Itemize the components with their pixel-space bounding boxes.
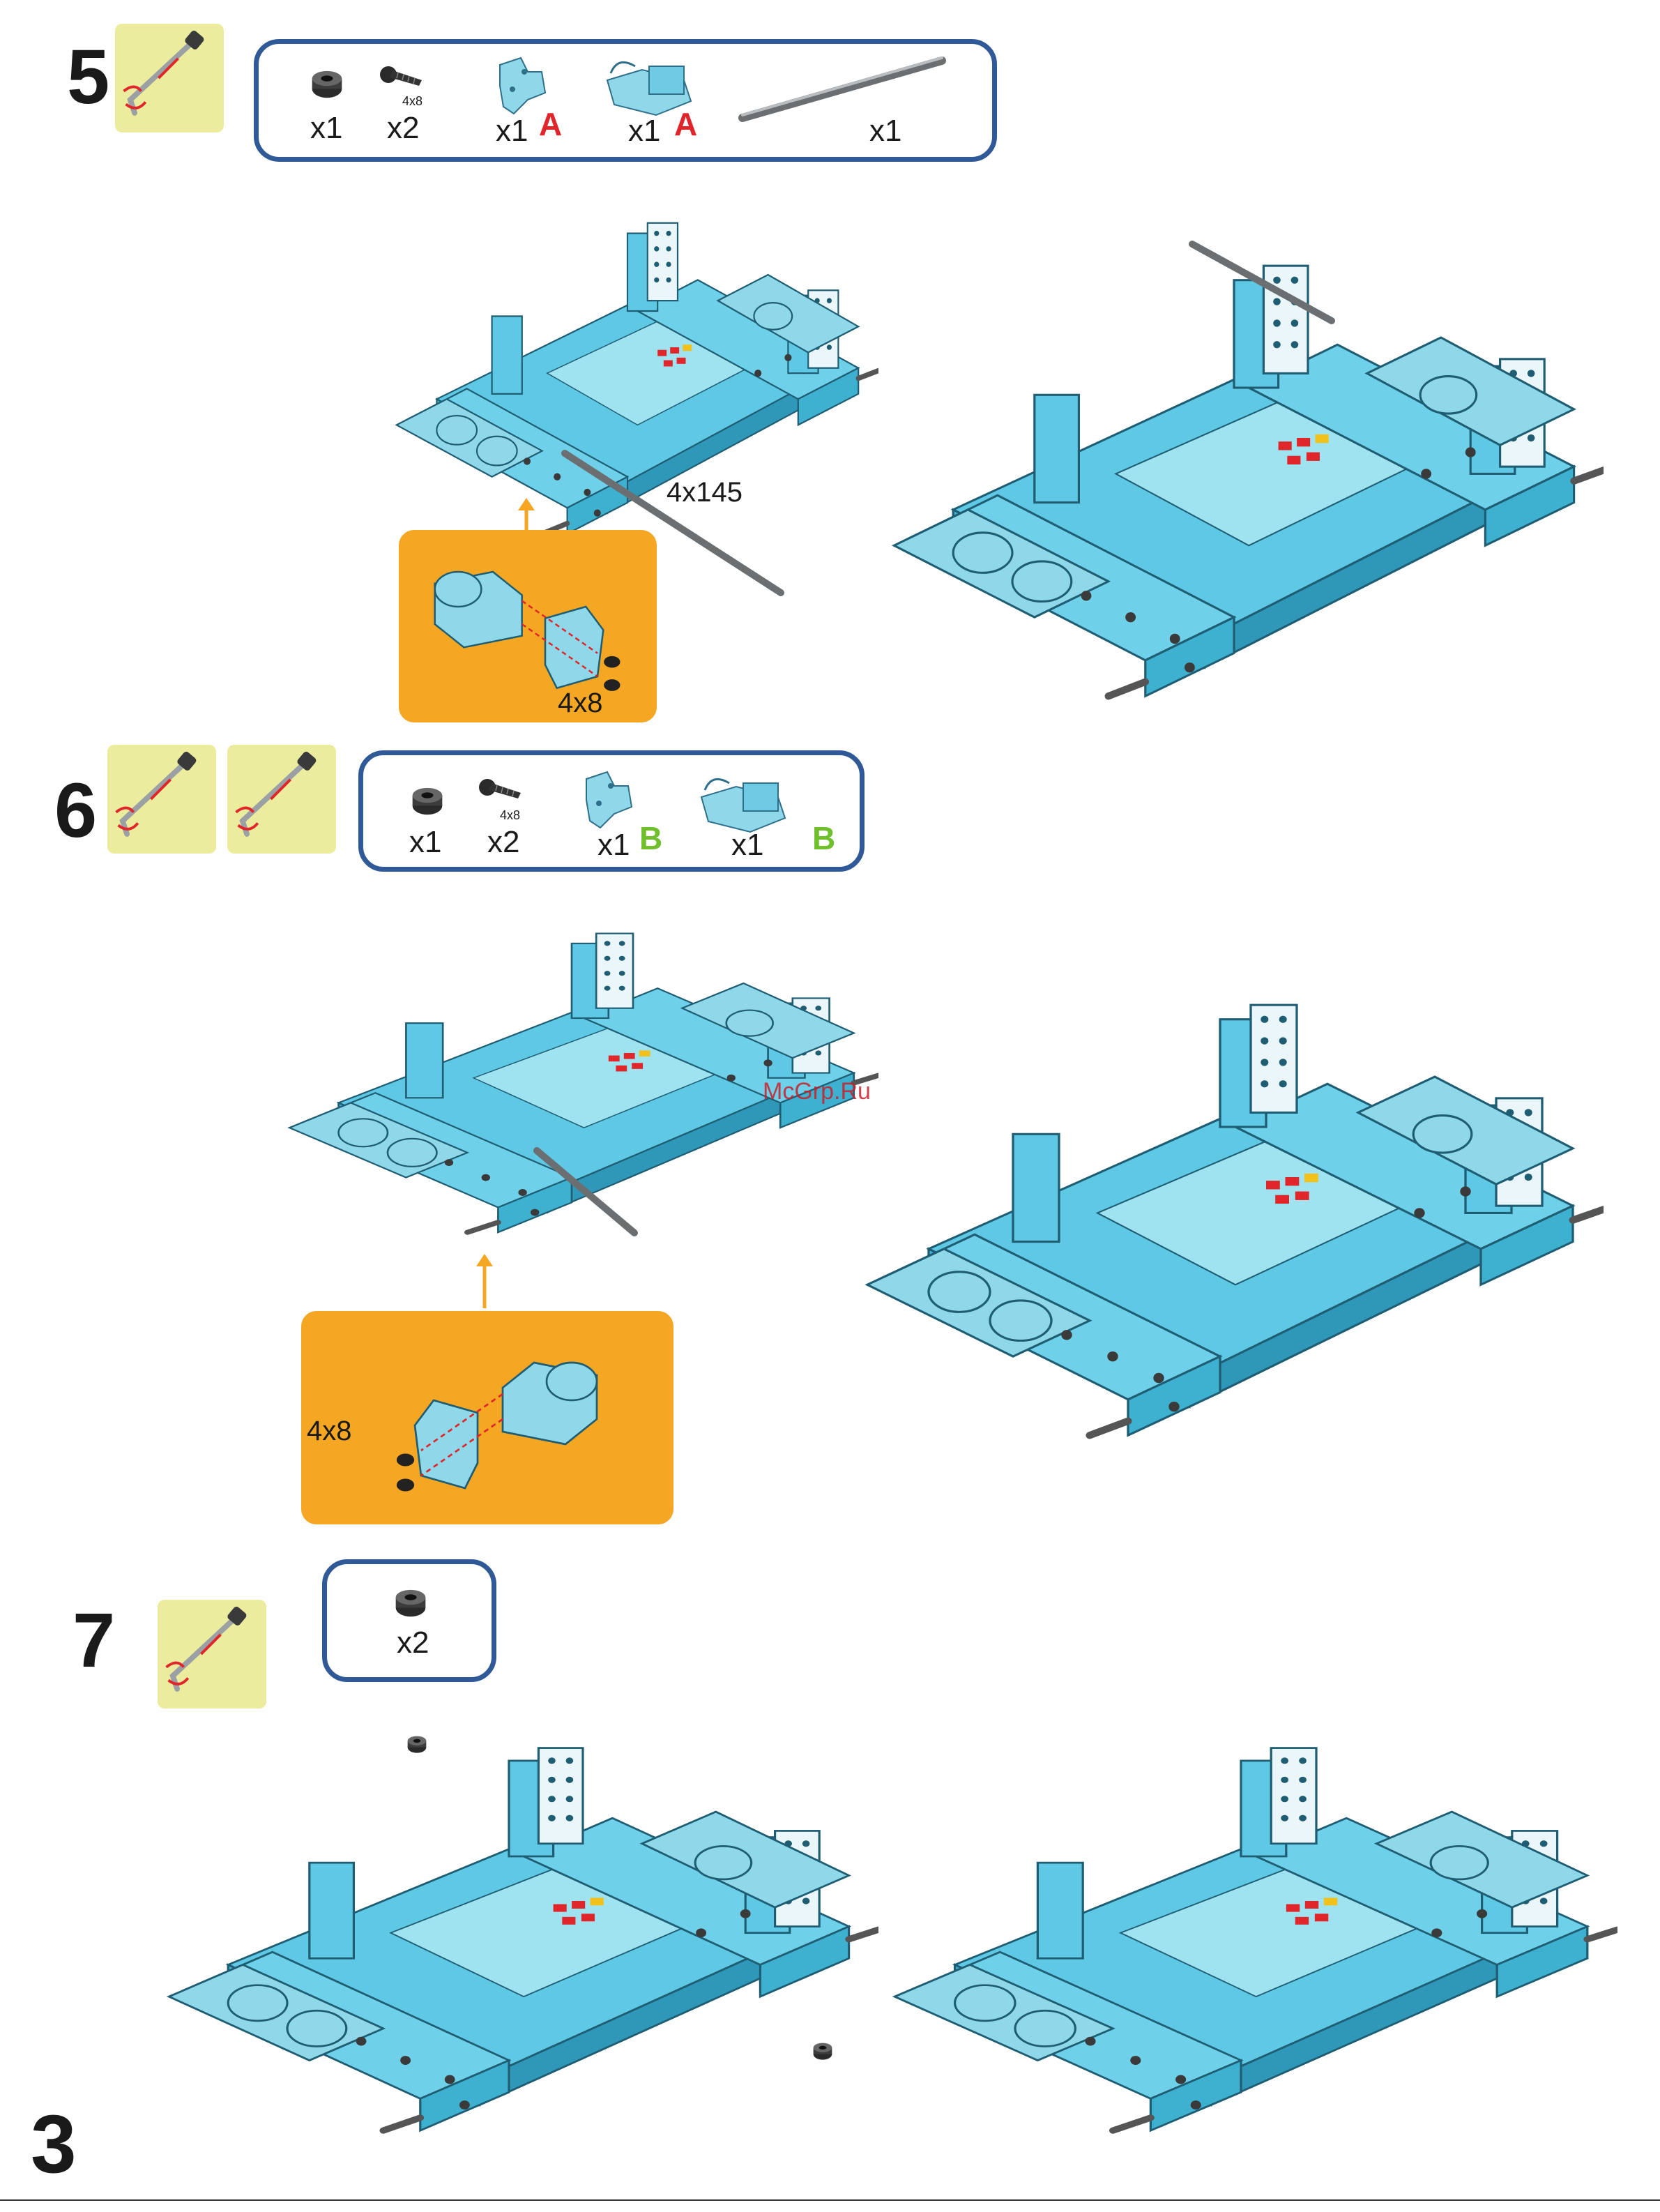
- screw-size-label: 4x8: [558, 688, 603, 719]
- step-number: 5: [67, 39, 109, 116]
- part-qty: x2: [397, 1626, 429, 1660]
- screw-size-label: 4x8: [307, 1416, 352, 1447]
- part-tag: A: [674, 105, 697, 143]
- part-qty: x1: [731, 828, 763, 863]
- nut-icon: [388, 1584, 433, 1621]
- hex-key-tool-icon: [158, 1600, 266, 1709]
- nut-icon: [809, 2039, 837, 2063]
- part-qty: x1: [409, 825, 441, 860]
- parts-box: x2: [322, 1559, 496, 1682]
- part-qty: x2: [387, 111, 419, 146]
- divider: [0, 2199, 1660, 2201]
- part-qty: x1: [869, 114, 901, 149]
- rod-length-label: 4x145: [667, 477, 743, 508]
- part-qty: x1: [496, 114, 528, 149]
- rod-icon: [733, 51, 956, 128]
- page-number: 3: [31, 2103, 77, 2186]
- step-number: 6: [54, 773, 97, 849]
- part-qty: x1: [628, 114, 660, 149]
- part-qty: x2: [487, 825, 519, 860]
- detail-panel: 4x8: [301, 1311, 673, 1524]
- screw-icon: [478, 773, 526, 808]
- hex-key-tool-icon: [227, 745, 336, 854]
- nut-icon: [405, 782, 450, 819]
- part-tag: B: [812, 819, 835, 857]
- assembly-illustration: [139, 1722, 878, 2169]
- hex-key-tool-icon: [115, 24, 224, 132]
- part-tag: B: [639, 819, 662, 857]
- part-tag: A: [539, 105, 562, 143]
- nut-icon: [403, 1732, 431, 1756]
- nut-icon: [305, 65, 349, 103]
- bracket-icon: [572, 765, 642, 835]
- screw-size: 4x8: [500, 808, 520, 823]
- rod-icon: [1185, 237, 1339, 335]
- detail-illustration: [406, 537, 650, 711]
- part-qty: x1: [310, 111, 342, 146]
- detail-panel: 4x8: [399, 530, 657, 722]
- screw-size: 4x8: [402, 94, 422, 109]
- detail-illustration: [343, 1325, 650, 1513]
- step-number: 7: [73, 1603, 115, 1679]
- screw-icon: [379, 61, 427, 96]
- arrow-up-icon: [474, 1252, 495, 1308]
- part-qty: x1: [597, 828, 630, 863]
- rod-icon: [530, 1144, 641, 1241]
- assembled-chassis-illustration: [837, 976, 1604, 1478]
- parts-box: x1 4x8 x2 x1 B x1 B: [358, 750, 865, 872]
- hex-key-tool-icon: [107, 745, 216, 854]
- parts-box: x1 4x8 x2 x1 A x1 A x1: [254, 39, 997, 162]
- assembled-chassis-illustration: [865, 1722, 1617, 2169]
